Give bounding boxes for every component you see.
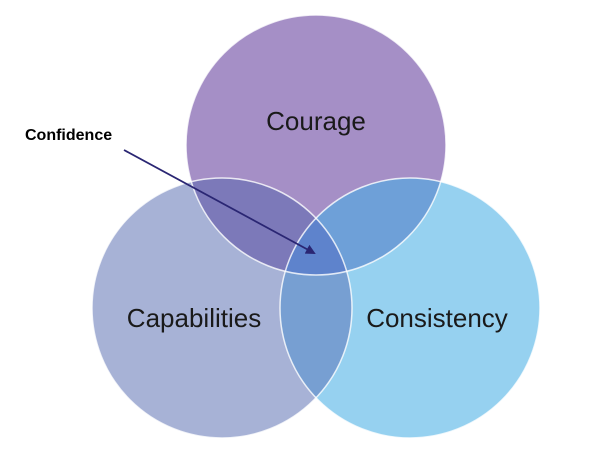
confidence-label: Confidence bbox=[25, 127, 112, 144]
consistency-label: Consistency bbox=[366, 303, 508, 333]
consistency-outline bbox=[279, 177, 541, 439]
courage-outline bbox=[185, 14, 447, 276]
capabilities-outline bbox=[91, 177, 353, 439]
courage-label: Courage bbox=[266, 106, 366, 136]
confidence-arrow bbox=[123, 149, 316, 254]
overlap-courage-consistency bbox=[280, 178, 446, 275]
capabilities-label: Capabilities bbox=[127, 303, 261, 333]
overlap-courage-capabilities bbox=[186, 178, 352, 275]
